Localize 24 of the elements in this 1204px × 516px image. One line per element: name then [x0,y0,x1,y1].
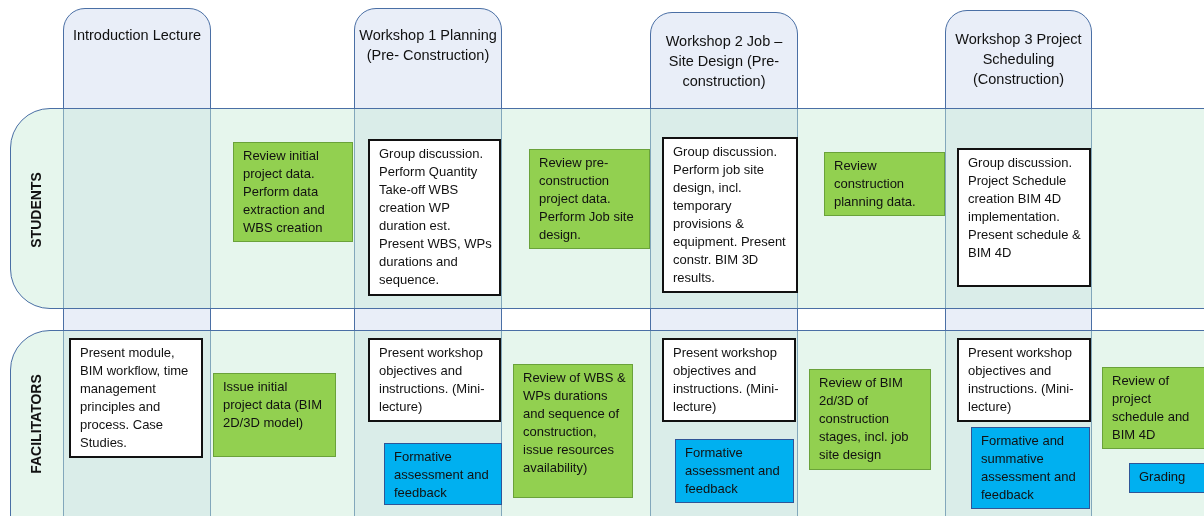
activity-box: Group discussion. Perform Quantity Take-off WBS creation WP duration est. Present WBS, WPs durations and sequence. [368,139,501,296]
task-box: Review initial project data. Perform data extraction and WBS creation [233,142,353,242]
assessment-box: Grading [1129,463,1204,493]
activity-box: Present workshop objectives and instructions. (Mini-lecture) [957,338,1091,422]
lane-label: STUDENTS [28,171,44,248]
assessment-box: Formative assessment and feedback [384,443,502,505]
task-box: Issue initial project data (BIM 2D/3D model) [213,373,336,457]
activity-box: Present workshop objectives and instructions. (Mini-lecture) [368,338,501,422]
task-box: Review of WBS & WPs durations and sequence of construction, issue resources availability) [513,364,633,498]
column-heading: Introduction Lecture [71,26,203,45]
activity-box: Present workshop objectives and instructions. (Mini-lecture) [662,338,796,422]
task-box: Review of project schedule and BIM 4D [1102,367,1204,449]
activity-box: Group discussion. Project Schedule creation BIM 4D implementation. Present schedule & BIM 4D [957,148,1091,287]
task-box: Review of BIM 2d/3D of construction stages, incl. job site design [809,369,931,470]
lane-label: FACILITATORS [28,374,44,474]
activity-box: Present module, BIM workflow, time management principles and process. Case Studies. [69,338,203,458]
column-heading: Workshop 1 Planning (Pre- Construction) [359,26,497,65]
task-box: Review construction planning data. [824,152,945,216]
assessment-box: Formative assessment and feedback [675,439,794,503]
column-heading: Workshop 2 Job – Site Design (Pre-construction) [664,32,784,91]
column-heading: Workshop 3 Project Scheduling (Construction) [954,30,1083,89]
assessment-box: Formative and summative assessment and feedback [971,427,1090,509]
activity-box: Group discussion. Perform job site design, incl. temporary provisions & equipment. Present constr. BIM 3D results. [662,137,798,293]
task-box: Review pre-construction project data. Perform Job site design. [529,149,650,249]
